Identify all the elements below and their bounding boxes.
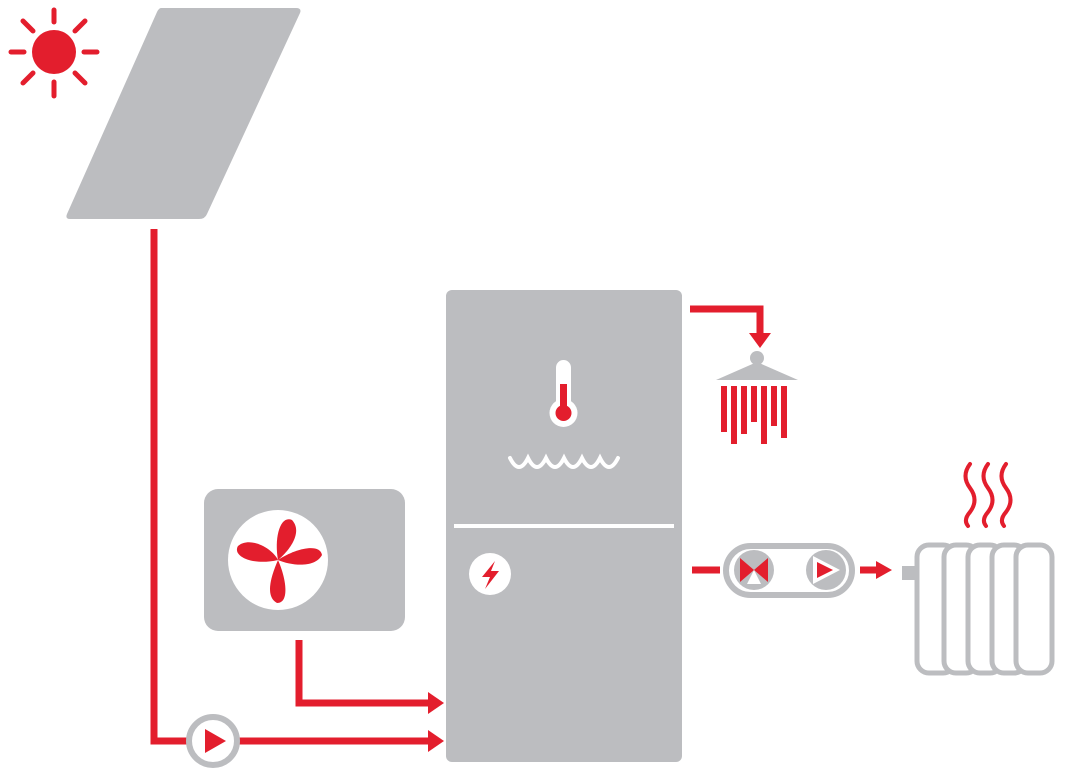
fan-icon (228, 510, 328, 610)
hot-water-pipe (690, 305, 764, 336)
mixing-valve-icon (734, 550, 774, 590)
solar-flow-arrowhead (428, 730, 444, 752)
water-waves-icon (508, 453, 620, 469)
radiator-icon (902, 542, 1055, 676)
solar-loop-pipe (150, 229, 431, 745)
solar-pump-icon (186, 714, 240, 768)
electric-heater-icon (469, 553, 511, 595)
heat-pump-arrowhead (428, 692, 444, 714)
shower-icon (716, 351, 798, 444)
heat-pump-pipe (295, 640, 431, 707)
solar-panel (66, 8, 301, 219)
hot-water-arrowhead (749, 333, 771, 348)
sun-icon (8, 7, 100, 99)
heating-pump-icon (806, 550, 846, 590)
heat-waves-icon (963, 462, 1013, 528)
radiator-feed-arrowhead (876, 561, 892, 579)
heating-station (723, 543, 855, 598)
thermometer-icon (549, 360, 578, 427)
